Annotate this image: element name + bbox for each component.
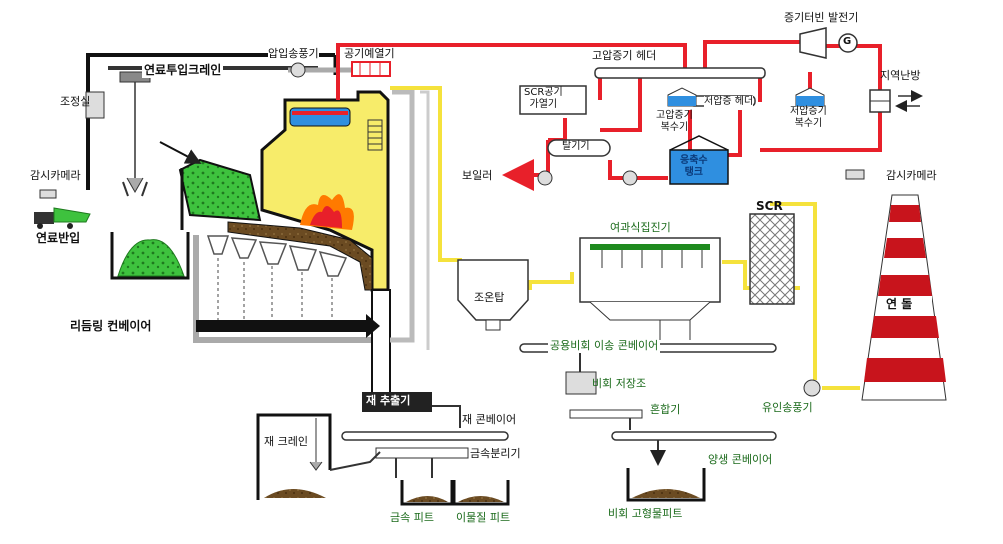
air-preheater-label: 공기예열기	[344, 47, 395, 61]
foreign-matter-pit-label: 이물질 피트	[456, 511, 511, 524]
hp-header	[594, 67, 766, 79]
hp-condenser-shape	[667, 87, 697, 107]
fly-ash-conveyor-label: 공용비회 이송 콘베이어	[548, 339, 661, 353]
stack-label: 연 돌	[886, 297, 913, 311]
fuel-receiving-label: 연료반입	[36, 231, 81, 245]
fly-ash-pit-label: 비회 고형물피트	[608, 507, 683, 520]
scr-label: SCR	[756, 199, 783, 213]
turbine-generator	[799, 27, 858, 59]
boiler-label: 보일러	[462, 169, 493, 182]
cooling-tower-shape	[457, 259, 529, 331]
generator-symbol: G	[843, 36, 852, 47]
bag-filter-label: 여과식집진기	[610, 221, 671, 234]
forced-draft-fan-label: 압입송풍기	[268, 47, 319, 61]
lp-condenser-shape	[795, 87, 825, 107]
turbine-generator-label: 증기터빈 발전기	[784, 11, 859, 24]
fuel-bunker	[34, 189, 190, 280]
cooling-tower-label: 조온탑	[474, 291, 505, 304]
metal-pit-label: 금속 피트	[390, 511, 434, 524]
condensate-tank-shape	[669, 135, 729, 185]
condensate-tank-label: 응축수 탱크	[680, 155, 708, 178]
ash-extractor-label: 재 추출기	[366, 394, 411, 407]
hp-condenser-label: 고압증기 복수기	[656, 110, 693, 133]
furnace	[193, 89, 430, 396]
district-heating-label: 지역난방	[880, 69, 921, 82]
hp-header-label: 고압증기 헤더	[592, 49, 657, 63]
scr-air-heater-box	[519, 85, 587, 115]
fly-ash-storage-label: 비회 저장조	[592, 377, 647, 390]
scr-air-heater-label: SCR공기 가열기	[524, 87, 563, 110]
district-heating-exchanger	[869, 89, 923, 113]
feed-hopper	[159, 141, 262, 230]
deaerator-shape	[547, 139, 611, 157]
deaerator-label: 탈기기	[562, 141, 590, 152]
ash-crane-label: 재 크레인	[264, 435, 308, 448]
grate-conveyor-arrow	[196, 314, 380, 338]
fly-ash-conveyors	[519, 343, 777, 502]
bag-filter-shape	[579, 237, 721, 340]
stack-shape	[845, 169, 947, 401]
lp-condenser-label: 저압증기 복수기	[790, 106, 827, 129]
ash-conveyor-label: 재 콘베이어	[462, 413, 517, 426]
monitor-camera-left-label: 감시카메라	[30, 169, 81, 182]
grate-conveyor-label: 리듬링 컨베이어	[70, 319, 152, 333]
mixer-label: 혼합기	[650, 403, 681, 416]
bottom-ash-system	[256, 392, 510, 506]
curing-conveyor-label: 양생 콘베이어	[708, 453, 773, 466]
scr-reactor-shape	[749, 213, 795, 305]
feed-pumps	[537, 170, 638, 186]
induced-draft-fan-label: 유인송풍기	[762, 401, 813, 414]
monitor-camera-right-label: 감시카메라	[886, 169, 937, 182]
metal-separator-label: 금속분리기	[470, 447, 521, 460]
fd-fan-and-preheater	[288, 61, 391, 78]
control-room-label: 조정실	[60, 95, 91, 108]
fuel-crane-label: 연료투입크레인	[142, 63, 224, 78]
lp-header-label: 저압증 헤더	[704, 96, 754, 108]
id-fan-shape	[803, 379, 821, 397]
